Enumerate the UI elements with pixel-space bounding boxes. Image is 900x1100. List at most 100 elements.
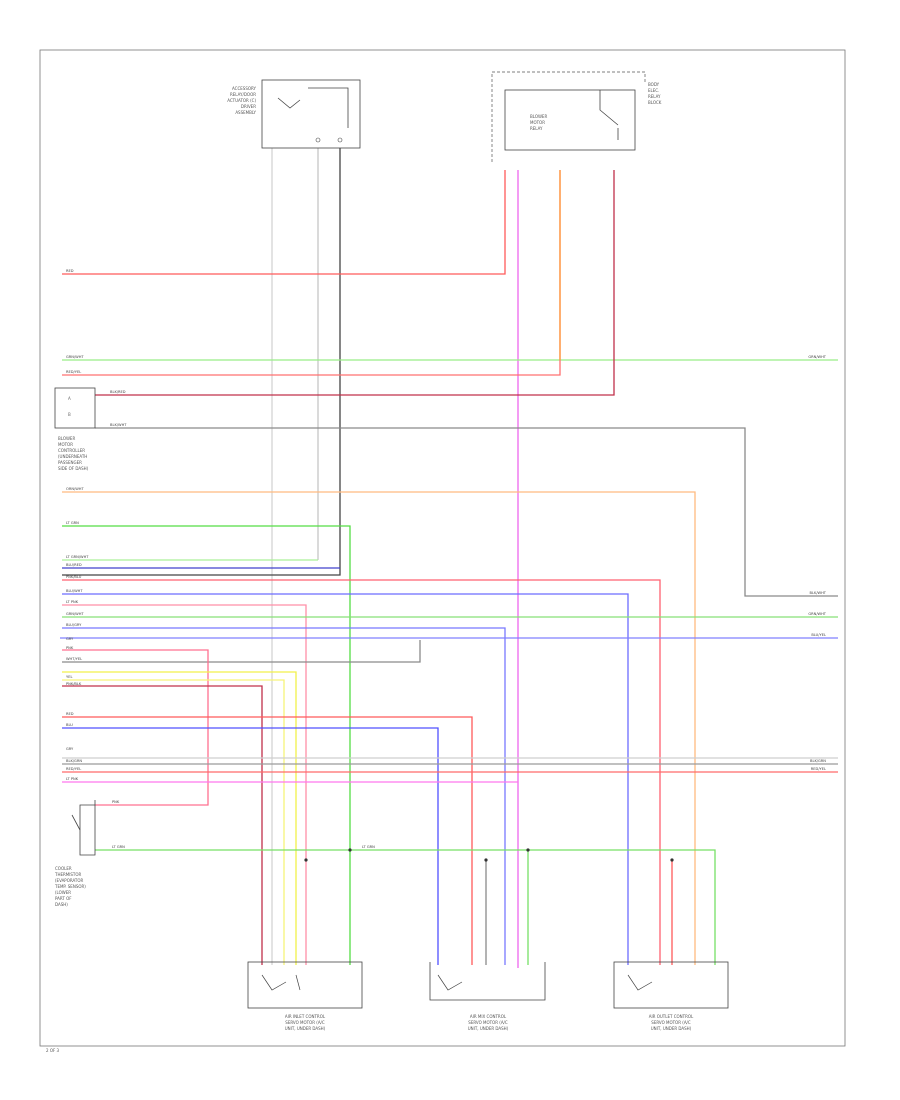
blower-controller: A B BLOWER MOTOR CONTROLLER (UNDERNEATH … xyxy=(54,387,96,471)
relay-side-line-0: BODY xyxy=(648,82,660,87)
top-left-switch-line-1: RELAY/DOOR xyxy=(230,92,256,97)
wl-yel: YEL xyxy=(66,675,72,679)
sensor-line-6: DASH) xyxy=(55,902,68,907)
wl-red-yel-2: RED/YEL xyxy=(66,767,81,771)
wl-grn-wht-1: GRN/WHT xyxy=(66,355,84,359)
rl-blk-wht: BLK/WHT xyxy=(810,591,827,595)
wire-blk-wht xyxy=(95,427,838,597)
sensor-line-5: PART OF xyxy=(55,896,72,901)
rl-blk-grn: BLK/GRN xyxy=(810,759,826,763)
wl-grn-wht-2: GRN/WHT xyxy=(66,612,84,616)
wl-gry-2: GRY xyxy=(66,747,74,751)
blower-controller-line-0: BLOWER xyxy=(58,436,75,441)
blower-controller-line-2: CONTROLLER xyxy=(58,448,85,453)
page-label: 2 OF 3 xyxy=(46,1048,60,1053)
blower-controller-line-4: PASSENGER xyxy=(58,460,82,465)
blower-controller-line-1: MOTOR xyxy=(58,442,73,447)
wl-pnk-3: PNK xyxy=(112,800,120,804)
wl-pnk-blu: PNK/BLU xyxy=(66,575,82,579)
wl-red-yel: RED/YEL xyxy=(66,370,81,374)
wire-red-top xyxy=(62,170,506,275)
top-left-switch-line-2: ACTUATOR (C) xyxy=(227,98,256,103)
actuator-0-line-1: SERVO MOTOR (A/C xyxy=(285,1020,325,1025)
wl-lt-pnk: LT PNK xyxy=(66,600,79,604)
actuator-2-line-1: SERVO MOTOR (A/C xyxy=(651,1020,691,1025)
svg-text:A: A xyxy=(68,396,71,401)
actuator-1: AIR MIX CONTROL SERVO MOTOR (A/C UNIT, U… xyxy=(429,962,546,1031)
wl-blu-red: BLU/RED xyxy=(66,563,82,567)
cooler-thermistor: COOLER THERMISTOR (EVAPORATOR TEMP. SENS… xyxy=(54,800,96,907)
actuator-1-line-0: AIR MIX CONTROL xyxy=(470,1014,507,1019)
right-labels: GRN/WHT BLK/WHT GRN/WHT BLU/YEL BLK/GRN … xyxy=(808,355,826,771)
rl-red-yel: RED/YEL xyxy=(811,767,826,771)
wire-yel xyxy=(62,679,285,965)
rl-blu-yel: BLU/YEL xyxy=(811,633,826,637)
sensor-line-3: TEMP. SENSOR) xyxy=(54,884,86,889)
wl-orn-wht: ORN/WHT xyxy=(66,487,84,491)
wl-wht-yel: WHT/YEL xyxy=(66,657,82,661)
wl-pnk-blk: PNK/BLK xyxy=(66,682,82,686)
top-left-switch-line-4: ASSEMBLY xyxy=(235,110,256,115)
svg-text:B: B xyxy=(68,412,71,417)
wl-lt-grn-3: LT GRN xyxy=(362,845,375,849)
relay-side-line-2: RELAY xyxy=(648,94,661,99)
wl-blu: BLU xyxy=(66,723,73,727)
wire-gry xyxy=(62,640,421,663)
actuator-1-line-2: UNIT, UNDER DASH) xyxy=(468,1026,509,1031)
top-left-switch-line-3: DRIVER xyxy=(241,104,256,109)
rl-grn-wht-b: GRN/WHT xyxy=(808,612,826,616)
wl-red-2: RED xyxy=(66,712,74,716)
wl-lt-grn: LT GRN xyxy=(66,521,79,525)
wl-blk-wht: BLK/WHT xyxy=(110,423,127,427)
wl-pnk: PNK xyxy=(66,646,74,650)
wl-lt-grn-wht: LT GRN/WHT xyxy=(66,555,89,559)
wire-red-lower xyxy=(62,716,473,965)
wl-red: RED xyxy=(66,269,74,273)
wire-wht-yel xyxy=(62,671,297,965)
wire-lt-pnk xyxy=(62,604,307,965)
sensor-line-1: THERMISTOR xyxy=(54,872,82,877)
junctions xyxy=(304,848,674,862)
relay-inner-line-2: RELAY xyxy=(530,126,543,131)
wl-blu-wht: BLU/WHT xyxy=(66,589,83,593)
sensor-line-2: (EVAPORATOR xyxy=(55,878,84,883)
sensor-line-0: COOLER xyxy=(55,866,72,871)
top-left-switch-line-0: ACCESSORY xyxy=(232,86,257,91)
blower-controller-line-5: SIDE OF DASH) xyxy=(58,466,89,471)
wire-orn-wht xyxy=(62,491,696,965)
wire-labels: RED GRN/WHT RED/YEL BLK/RED BLK/WHT ORN/… xyxy=(66,269,375,849)
relay-inner-line-0: BLOWER xyxy=(530,114,547,119)
sensor-line-4: (LOWER xyxy=(55,890,71,895)
top-left-switch: ACCESSORY RELAY/DOOR ACTUATOR (C) DRIVER… xyxy=(227,79,361,149)
wire-lt-grn-lower xyxy=(95,849,716,965)
wl-lt-grn-2: LT GRN xyxy=(112,845,125,849)
wl-blu-gry: BLU/GRY xyxy=(66,623,82,627)
actuator-2: AIR OUTLET CONTROL SERVO MOTOR (A/C UNIT… xyxy=(613,961,729,1031)
wire-blu-wht xyxy=(62,593,629,965)
wire-pnk-blk xyxy=(62,685,263,965)
relay-side-line-1: ELEC. xyxy=(648,88,659,93)
actuator-2-line-0: AIR OUTLET CONTROL xyxy=(649,1014,694,1019)
actuator-0-line-2: UNIT, UNDER DASH) xyxy=(285,1026,326,1031)
diagram-border xyxy=(39,49,846,1047)
actuator-2-line-2: UNIT, UNDER DASH) xyxy=(651,1026,692,1031)
wire-black-vert xyxy=(62,148,341,576)
blower-controller-line-3: (UNDERNEATH xyxy=(58,454,87,459)
wire-pnk-blu xyxy=(62,579,661,965)
wl-blk-red: BLK/RED xyxy=(110,390,126,394)
wl-gry: GRY xyxy=(66,637,74,641)
wire-blu-gry xyxy=(62,627,506,965)
relay-inner-line-1: MOTOR xyxy=(530,120,545,125)
wl-lt-pnk-2: LT PNK xyxy=(66,777,79,781)
actuator-1-line-1: SERVO MOTOR (A/C xyxy=(468,1020,508,1025)
actuator-0-line-0: AIR INLET CONTROL xyxy=(285,1014,326,1019)
wire-blk-red xyxy=(95,170,615,396)
wires-group xyxy=(60,148,838,968)
top-right-relay: BLOWER MOTOR RELAY BODY ELEC. RELAY BLOC… xyxy=(491,71,662,162)
wire-red-yel xyxy=(62,170,561,376)
actuator-0: AIR INLET CONTROL SERVO MOTOR (A/C UNIT,… xyxy=(247,961,363,1031)
rl-grn-wht: GRN/WHT xyxy=(808,355,826,359)
wl-blk-grn: BLK/GRN xyxy=(66,759,82,763)
wire-lt-grn xyxy=(62,525,351,965)
